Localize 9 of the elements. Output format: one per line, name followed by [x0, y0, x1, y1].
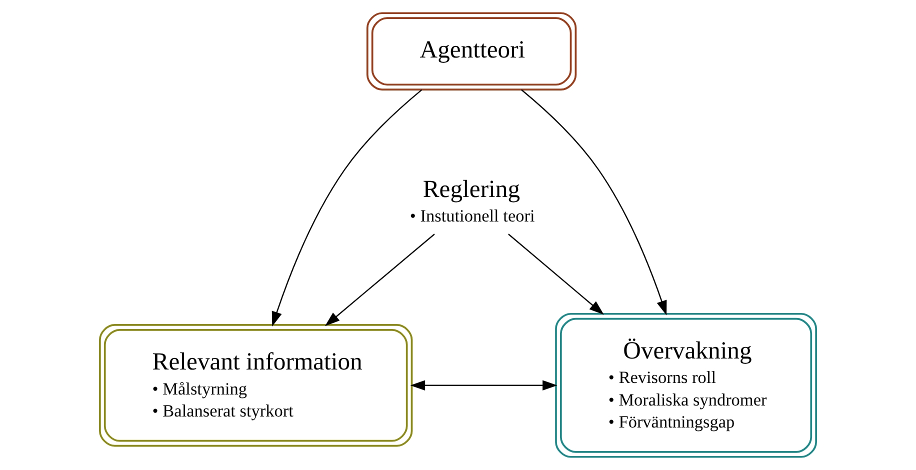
node-box: Agentteori	[366, 12, 577, 90]
node-box: Övervakning • Revisorns roll • Moraliska syndromer • Förväntningsgap	[555, 312, 817, 458]
node-text: Reglering • Instutionell teori	[410, 176, 535, 226]
arrow	[521, 89, 667, 316]
node-box: Relevant information • Målstyrning • Balanserat styrkort	[99, 324, 413, 447]
arrow	[324, 234, 435, 326]
arrow	[410, 380, 558, 391]
arrow	[272, 89, 422, 326]
arrow	[508, 234, 604, 315]
